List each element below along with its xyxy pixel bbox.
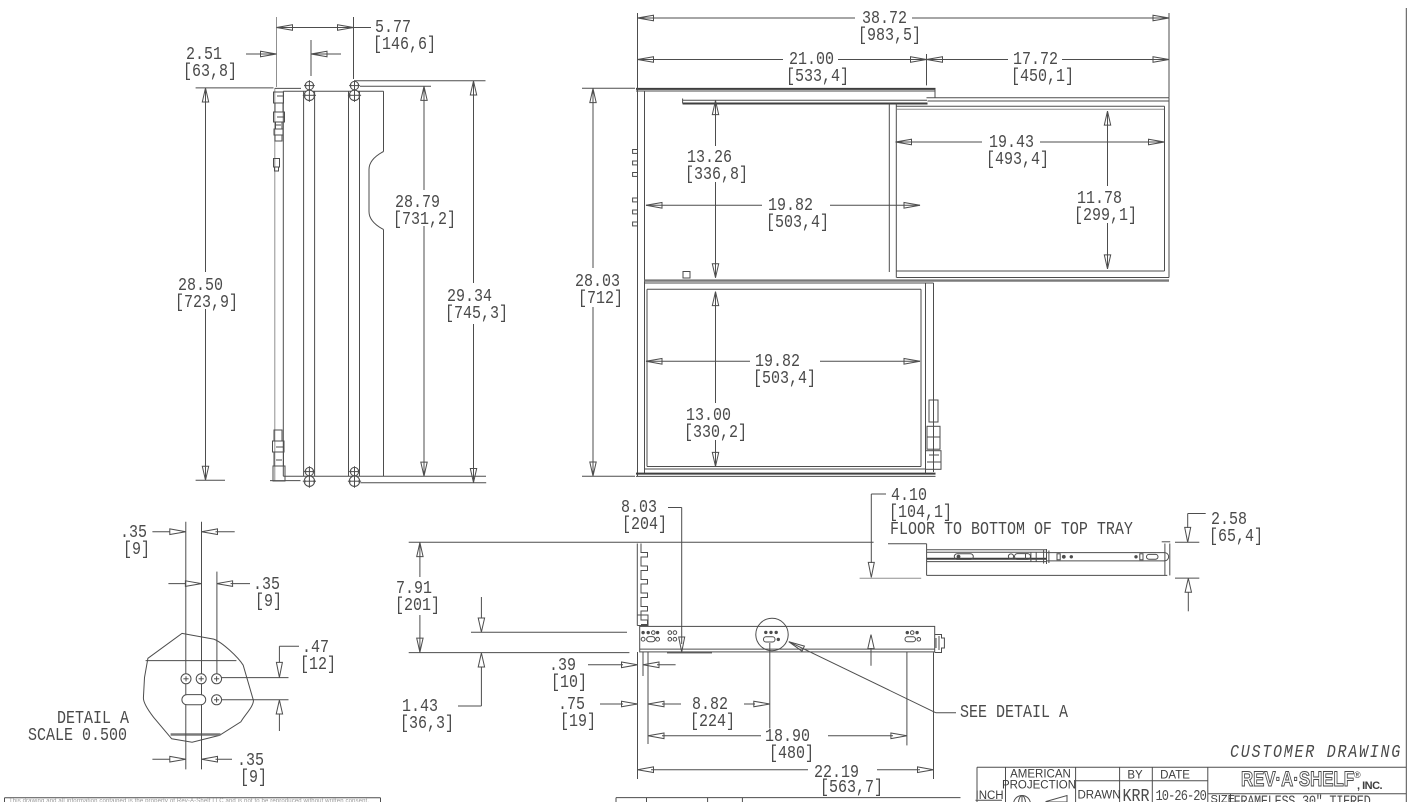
svg-text:[745,3]: [745,3] xyxy=(445,304,508,325)
svg-text:13.00: 13.00 xyxy=(686,406,731,427)
svg-text:[9]: [9] xyxy=(240,768,267,789)
svg-text:[36,3]: [36,3] xyxy=(400,714,454,735)
svg-text:8.82: 8.82 xyxy=(692,695,728,716)
svg-text:[712]: [712] xyxy=(578,289,623,310)
svg-text:KRR: KRR xyxy=(1123,787,1150,802)
svg-text:.75: .75 xyxy=(558,695,585,716)
svg-text:10-26-20: 10-26-20 xyxy=(1156,789,1207,802)
svg-text:DATE: DATE xyxy=(1160,770,1190,782)
svg-text:.35: .35 xyxy=(253,575,280,596)
svg-text:[12]: [12] xyxy=(300,655,336,676)
svg-text:1.43: 1.43 xyxy=(402,697,438,718)
svg-text:FRAMELESS 30" TIERED: FRAMELESS 30" TIERED xyxy=(1234,794,1371,802)
svg-text:11.78: 11.78 xyxy=(1077,189,1122,210)
svg-text:[563,7]: [563,7] xyxy=(820,778,883,799)
svg-text:[65,4]: [65,4] xyxy=(1209,527,1263,548)
svg-text:[19]: [19] xyxy=(560,712,596,733)
svg-text:[204]: [204] xyxy=(622,515,667,536)
svg-text:®: ® xyxy=(1354,770,1361,780)
svg-text:28.03: 28.03 xyxy=(575,272,620,293)
svg-text:[299,1]: [299,1] xyxy=(1074,206,1137,227)
svg-text:[723,9]: [723,9] xyxy=(175,293,238,314)
svg-text:13.26: 13.26 xyxy=(687,148,732,169)
svg-text:[503,4]: [503,4] xyxy=(753,369,816,390)
svg-text:[503,4]: [503,4] xyxy=(766,213,829,234)
svg-text:5.77: 5.77 xyxy=(375,18,411,39)
svg-text:[224]: [224] xyxy=(690,712,735,733)
svg-text:[731,2]: [731,2] xyxy=(393,210,456,231)
svg-text:.35: .35 xyxy=(237,751,264,772)
svg-text:[450,1]: [450,1] xyxy=(1011,67,1074,88)
svg-text:21.00: 21.00 xyxy=(789,50,834,71)
svg-text:SCALE 0.500: SCALE 0.500 xyxy=(28,726,127,747)
svg-text:[104,1]: [104,1] xyxy=(889,503,952,524)
svg-text:[336,8]: [336,8] xyxy=(685,165,748,186)
svg-text:38.72: 38.72 xyxy=(862,9,907,30)
svg-text:22.19: 22.19 xyxy=(814,763,859,784)
svg-text:[330,2]: [330,2] xyxy=(684,423,747,444)
svg-text:FLOOR TO BOTTOM OF TOP TRAY: FLOOR TO BOTTOM OF TOP TRAY xyxy=(890,520,1133,541)
svg-text:[146,6]: [146,6] xyxy=(373,35,436,56)
svg-text:28.79: 28.79 xyxy=(395,193,440,214)
svg-text:.47: .47 xyxy=(302,638,329,659)
svg-text:[493,4]: [493,4] xyxy=(986,150,1049,171)
svg-text:2.58: 2.58 xyxy=(1211,510,1247,531)
svg-text:[10]: [10] xyxy=(551,673,587,694)
svg-text:8.03: 8.03 xyxy=(621,498,657,519)
svg-text:.35: .35 xyxy=(120,523,147,544)
svg-text:[533,4]: [533,4] xyxy=(786,67,849,88)
svg-text:7.91: 7.91 xyxy=(396,579,432,600)
svg-text:This drawing and all informati: This drawing and all information contain… xyxy=(9,799,369,803)
svg-text:19.43: 19.43 xyxy=(989,133,1034,154)
svg-text:19.82: 19.82 xyxy=(755,352,800,373)
svg-text:[201]: [201] xyxy=(395,596,440,617)
svg-text:.39: .39 xyxy=(549,656,576,677)
svg-text:SEE DETAIL A: SEE DETAIL A xyxy=(960,703,1069,724)
svg-text:2.51: 2.51 xyxy=(186,45,222,66)
svg-text:18.90: 18.90 xyxy=(765,727,810,748)
svg-text:SIZE: SIZE xyxy=(1211,794,1235,803)
svg-text:REV·A·SHELF: REV·A·SHELF xyxy=(1241,768,1354,791)
svg-text:17.72: 17.72 xyxy=(1013,50,1058,71)
svg-text:PROJECTION: PROJECTION xyxy=(1002,780,1076,792)
svg-text:28.50: 28.50 xyxy=(178,276,223,297)
svg-text:[63,8]: [63,8] xyxy=(183,62,237,83)
svg-text:DRAWN: DRAWN xyxy=(1078,790,1121,802)
svg-text:AMERICAN: AMERICAN xyxy=(1010,769,1071,781)
svg-text:, INC.: , INC. xyxy=(1357,780,1383,792)
svg-text:[9]: [9] xyxy=(255,592,282,613)
svg-text:[983,5]: [983,5] xyxy=(858,26,921,47)
svg-text:4.10: 4.10 xyxy=(891,486,927,507)
svg-text:[480]: [480] xyxy=(769,744,814,765)
svg-text:29.34: 29.34 xyxy=(447,287,492,308)
svg-text:[9]: [9] xyxy=(123,540,150,561)
svg-text:BY: BY xyxy=(1127,770,1143,782)
svg-text:19.82: 19.82 xyxy=(768,196,813,217)
svg-text:INCH: INCH xyxy=(976,790,1004,802)
svg-text:DETAIL A: DETAIL A xyxy=(57,709,130,730)
svg-text:CUSTOMER DRAWING: CUSTOMER DRAWING xyxy=(1230,743,1402,764)
